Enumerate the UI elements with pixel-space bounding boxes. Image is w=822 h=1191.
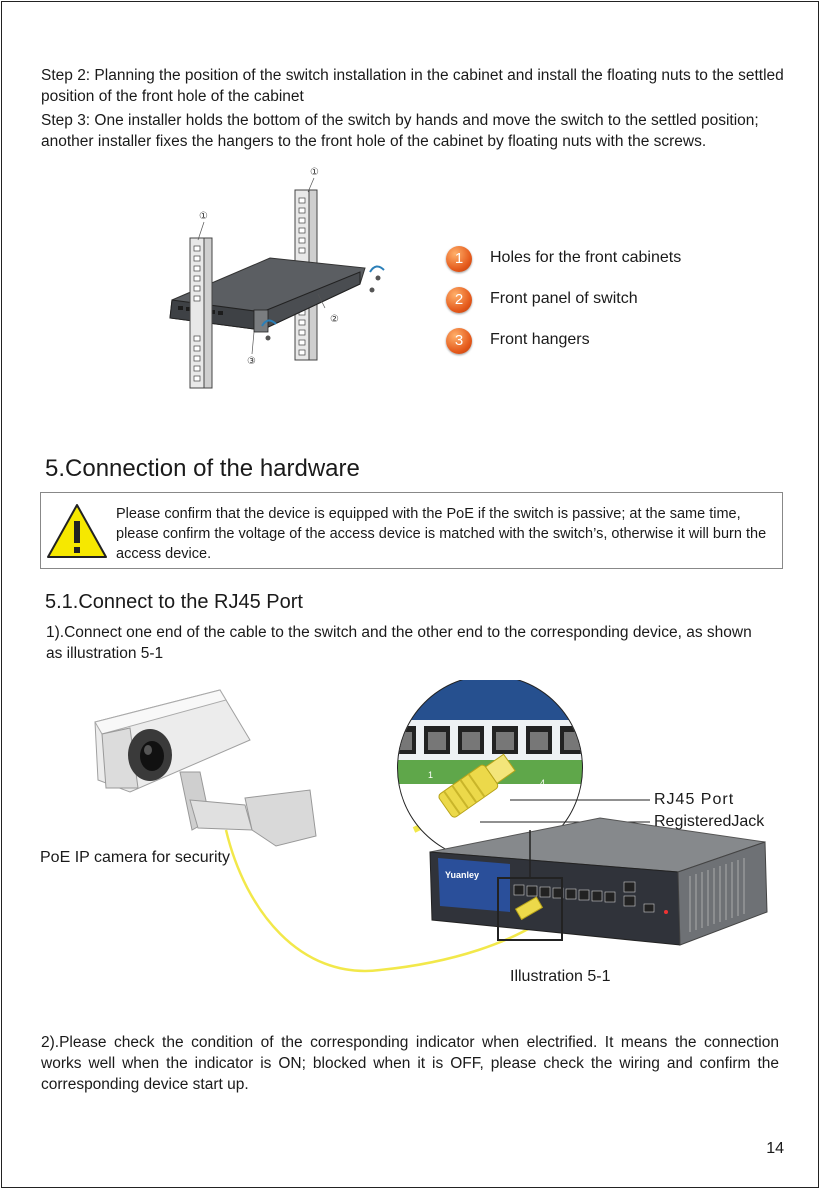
section-5-title: 5.Connection of the hardware (45, 455, 360, 482)
marker-3: ③ (247, 356, 256, 367)
legend-label-3: Front hangers (490, 331, 590, 348)
marker-1a: ① (310, 167, 319, 178)
registered-jack-label: RegisteredJack (654, 813, 765, 830)
warning-text: Please confirm that the device is equipp… (116, 506, 767, 562)
illustration-5-1: 1 4 Yuanley (94, 680, 768, 973)
illustration-caption: Illustration 5-1 (510, 968, 611, 985)
section-5-1-title: 5.1.Connect to the RJ45 Port (45, 591, 303, 613)
step-2-text: Step 2: Planning the position of the swi… (41, 67, 784, 105)
warning-box: Please confirm that the device is equipp… (40, 492, 783, 569)
legend-label-2: Front panel of switch (490, 290, 638, 307)
rack-install-diagram: ① ① ② ③ (169, 167, 385, 389)
marker-1b: ① (199, 211, 208, 222)
camera-label: PoE IP camera for security (40, 849, 230, 866)
rj45-port-label: RJ45 Port (654, 791, 735, 808)
instruction-2: 2).Please check the condition of the cor… (41, 1034, 779, 1093)
badge-2: 2 (446, 287, 472, 313)
page-number: 14 (766, 1140, 784, 1157)
poe-switch-icon: Yuanley (429, 817, 768, 946)
instruction-1: 1).Connect one end of the cable to the s… (46, 624, 752, 662)
legend-label-1: Holes for the front cabinets (490, 249, 682, 266)
marker-2: ② (330, 314, 339, 325)
badge-3: 3 (446, 328, 472, 354)
switch-brand: Yuanley (445, 870, 479, 880)
step-3-text: Step 3: One installer holds the bottom o… (41, 112, 759, 150)
badge-1: 1 (446, 246, 472, 272)
zoom-port-1: 1 (428, 770, 433, 780)
zoom-port-4: 4 (540, 778, 545, 788)
camera-icon (94, 689, 317, 847)
warning-icon (47, 504, 107, 558)
